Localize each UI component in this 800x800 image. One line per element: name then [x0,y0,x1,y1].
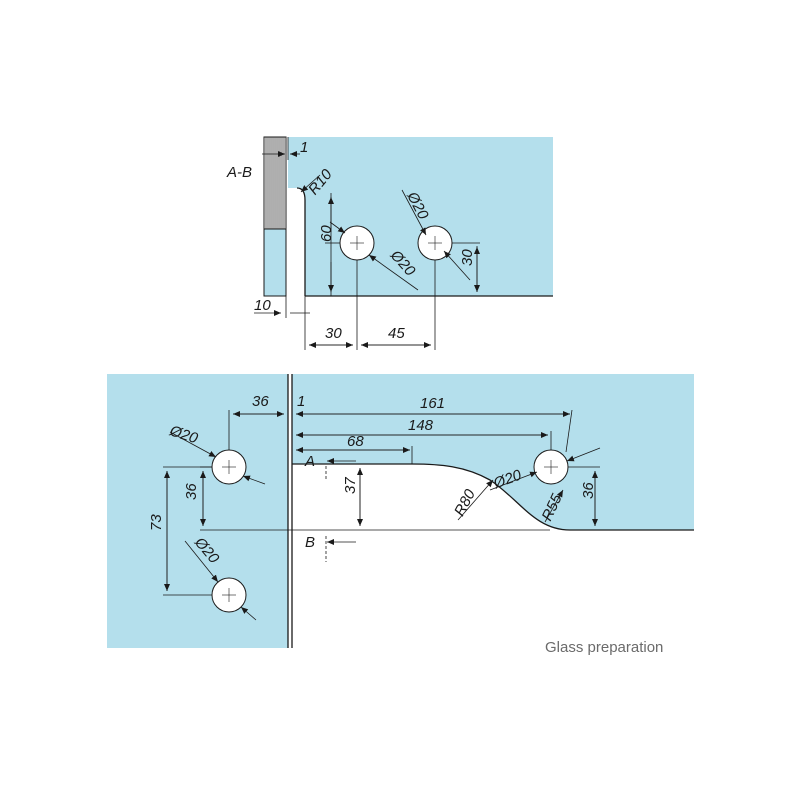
lower-dim-36-left: 36 [183,483,200,500]
caption: Glass preparation [545,639,663,656]
lower-view: 36 1 161 148 68 A B 37 R80 R55 [107,374,694,648]
upper-view: 1 A-B R10 Ø20 Ø20 60 30 10 [226,136,553,350]
lower-dim-161: 161 [420,395,445,412]
lower-dim-68: 68 [347,433,364,450]
lower-dim-r80: R80 [451,486,479,519]
lower-dim-73: 73 [148,514,165,531]
lower-dim-37: 37 [342,477,359,494]
upper-dim-30: 30 [325,325,342,342]
upper-dim-gap: 1 [300,139,308,156]
upper-dim-10: 10 [254,297,271,314]
lower-dim-36-right: 36 [580,482,597,499]
lower-left-glass-panel [107,374,288,648]
label-a: A [304,453,315,470]
lower-right-glass-panel [292,374,694,530]
lower-dim-148: 148 [408,417,434,434]
lower-dim-1: 1 [297,393,305,410]
upper-dim-height-30: 30 [459,249,476,266]
section-strip [263,136,287,297]
label-b: B [305,534,315,551]
section-label: A-B [226,164,252,181]
lower-dim-36-top: 36 [252,393,269,410]
upper-dim-height-60: 60 [318,225,335,242]
upper-dim-45: 45 [388,325,405,342]
